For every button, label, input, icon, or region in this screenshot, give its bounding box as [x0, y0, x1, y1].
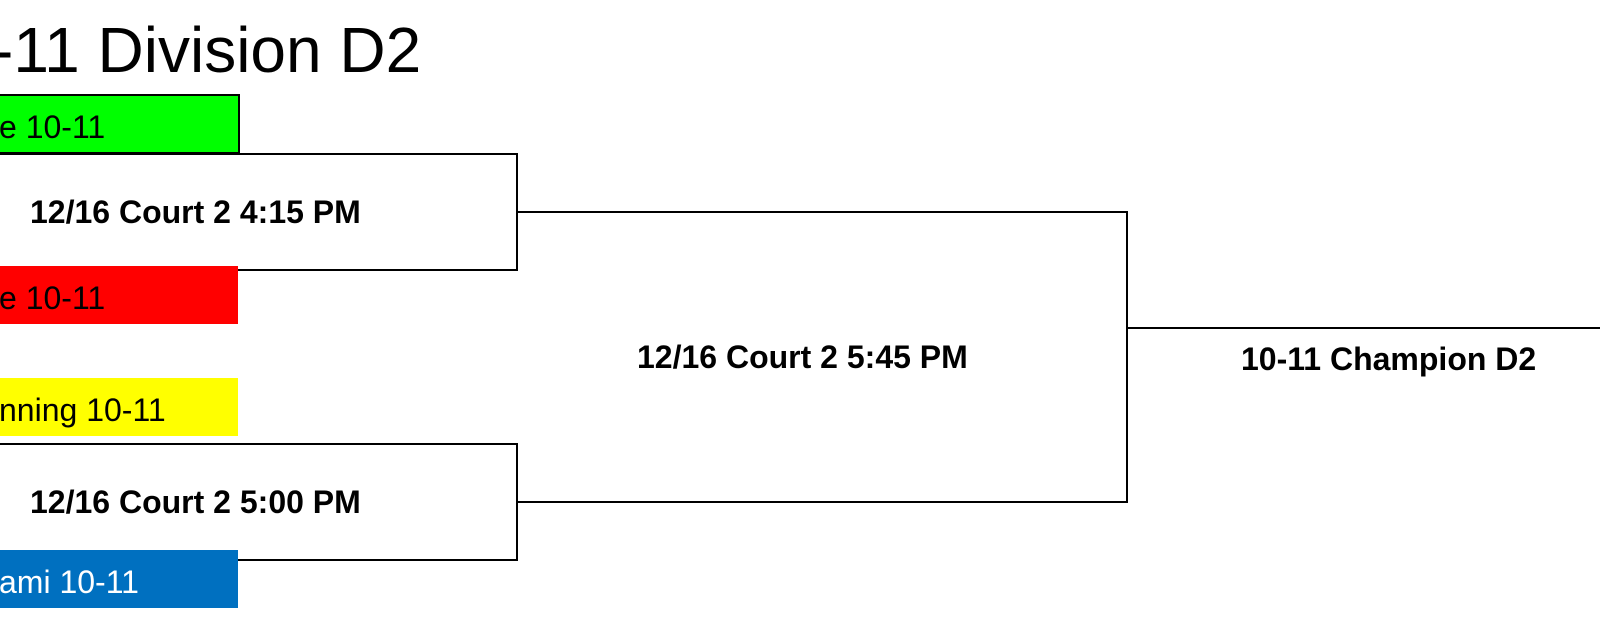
game-box-2 — [0, 443, 518, 561]
game-1-label: 12/16 Court 2 4:15 PM — [30, 194, 361, 230]
connector-game-1 — [518, 211, 1128, 213]
champion-label: 10-11 Champion D2 — [1241, 341, 1537, 377]
team-slot-2: e 10-11 — [0, 266, 238, 324]
game-2-label: 12/16 Court 2 5:00 PM — [30, 484, 361, 520]
bracket-title: -11 Division D2 — [0, 14, 422, 86]
connector-champion — [1126, 327, 1600, 329]
connector-final-vertical — [1126, 211, 1128, 503]
game-box-1 — [0, 153, 518, 271]
connector-game-2 — [518, 501, 1128, 503]
final-game-label: 12/16 Court 2 5:45 PM — [637, 339, 968, 375]
team-slot-4: ami 10-11 — [0, 550, 238, 608]
team-slot-3: nning 10-11 — [0, 378, 238, 436]
team-slot-1: e 10-11 — [0, 94, 240, 154]
